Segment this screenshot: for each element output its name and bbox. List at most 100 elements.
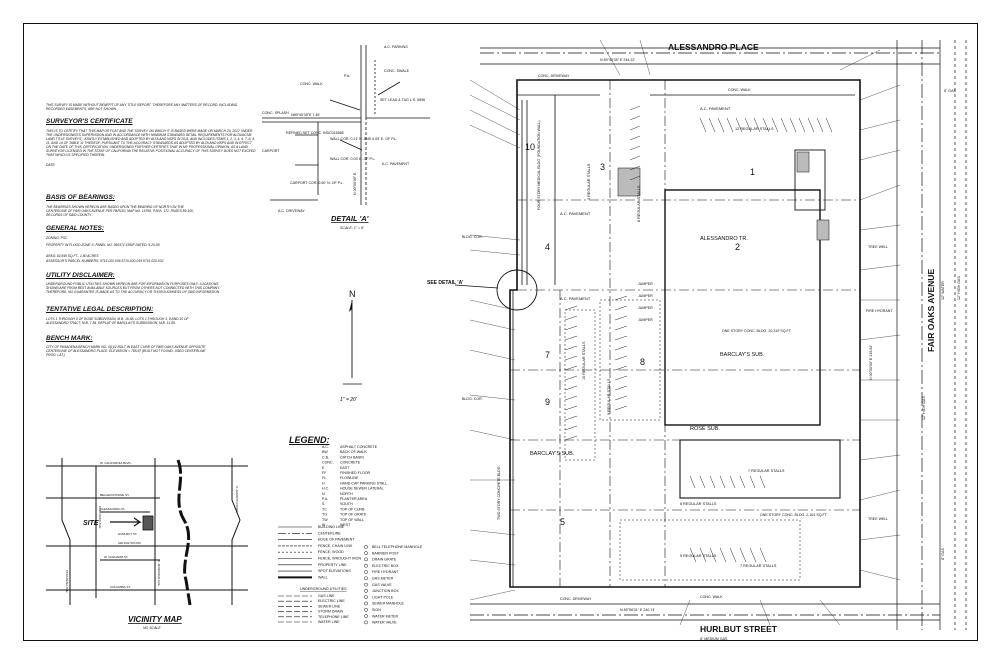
vm-site-block bbox=[142, 515, 154, 531]
callout-leader bbox=[469, 589, 516, 601]
legend-symbol-icon bbox=[364, 589, 368, 593]
legend-symbol-icon bbox=[364, 544, 368, 549]
parking-stall-line bbox=[614, 345, 628, 351]
surveyors-certificate-title: SURVEYOR'S CERTIFICATE bbox=[46, 118, 133, 125]
vm-street-california: W. CALIFORNIA BLVD. bbox=[100, 461, 132, 465]
conc-walk-south: CONC. WALK bbox=[700, 595, 723, 599]
callout-leader bbox=[859, 119, 901, 131]
parking-stall-line bbox=[717, 117, 725, 133]
parking-stall-line bbox=[771, 117, 779, 133]
stalls-c: 7 REGULAR STALLS bbox=[748, 469, 785, 473]
right-gas: 8" GAS bbox=[944, 89, 956, 93]
lot-number-7: 7 bbox=[545, 350, 550, 360]
right-water: 12" WATER bbox=[941, 281, 945, 300]
lot-number-5: 5 bbox=[560, 517, 565, 527]
parking-stall-line bbox=[807, 117, 815, 133]
parking-stall-line bbox=[726, 117, 734, 133]
street-north: ALESSANDRO PLACE bbox=[668, 42, 759, 52]
callout-leader bbox=[469, 529, 516, 536]
vm-site-label: SITE bbox=[83, 520, 99, 527]
legend-line-label: EDGE OF PAVEMENT bbox=[318, 538, 355, 542]
legend-symbol-label: SEWER MANHOLE bbox=[372, 602, 405, 606]
legend-symbol-icon bbox=[364, 576, 368, 581]
street-south: HURLBUT STREET bbox=[700, 624, 778, 634]
legend-abbr-desc: BACK OF WALK bbox=[340, 450, 367, 454]
surveyors-certificate-text: THIS IS TO CERTIFY THAT THIS MAP OR PLAT… bbox=[46, 129, 256, 157]
vm-street-marengo: S. MARENGO AVE. bbox=[157, 560, 161, 587]
parking-stall-line bbox=[629, 155, 641, 161]
drawing-sheet bbox=[23, 23, 978, 641]
legend-abbr: C.B. bbox=[322, 455, 329, 459]
parking-stall-line bbox=[629, 105, 641, 111]
main-building bbox=[664, 189, 821, 426]
general-note-3: AREA: 92,849 SQ.FT., 1.80 ACRES bbox=[46, 254, 99, 258]
legend-underground-title: UNDERGROUND UTILITIES bbox=[300, 587, 347, 591]
legend-line-label: SPOT ELEVATIONS bbox=[318, 569, 351, 573]
legend-abbr: CONC. bbox=[322, 461, 334, 465]
medium-gas: 8" MEDIUM GAS bbox=[700, 637, 728, 641]
basis-of-bearings-title: BASIS OF BEARINGS: bbox=[46, 194, 115, 201]
stalls-f: 7 REGULAR STALLS bbox=[740, 564, 777, 568]
lot-number-10: 10 bbox=[525, 142, 535, 152]
general-note-4: ASSESSOR'S PARCEL NUMBERS: 5715-020-006 … bbox=[46, 259, 164, 263]
west-building-label: TWO STORY CONCRETE BLDG. bbox=[497, 465, 501, 520]
parking-stall-line bbox=[564, 415, 578, 421]
stalls-e: 6 REGULAR STALLS bbox=[680, 502, 717, 506]
legal-description-text: LOTS 1 THROUGH 5 OF ROSE SUBDIVISION, M.… bbox=[46, 317, 189, 325]
legend-abbr: TG bbox=[322, 513, 327, 517]
detail-label-ac-parking: A.C. PARKING bbox=[384, 45, 408, 49]
parking-stall-line bbox=[564, 345, 578, 351]
vm-arroyo-pkwy bbox=[231, 458, 241, 605]
legend-symbol-label: GAS VALVE bbox=[372, 583, 392, 587]
legend-line-label: BUILDING LINE bbox=[318, 525, 345, 529]
parking-stall-line bbox=[699, 475, 706, 489]
parking-stall-line bbox=[689, 475, 696, 489]
legend-line-label: FENCE, WOOD bbox=[318, 550, 344, 554]
parking-stall-line bbox=[564, 335, 578, 341]
lot-number-9: 9 bbox=[545, 397, 550, 407]
legend-abbr: FF bbox=[322, 471, 327, 475]
legend-utility-label: WATER LINE bbox=[318, 620, 340, 624]
legend-abbr: P.A. bbox=[322, 497, 328, 501]
callout-leader bbox=[859, 184, 901, 201]
callout-leader bbox=[839, 49, 881, 71]
legend-abbr-desc: FINISHED FLOOR bbox=[340, 471, 371, 475]
vm-street-columbia: COLUMBIA ST. bbox=[110, 585, 131, 589]
parking-stall-line bbox=[614, 375, 628, 381]
legend-symbol-label: BELL TELEPHONE MANHOLE bbox=[372, 545, 423, 549]
legend-abbr-desc: SOUTH bbox=[340, 502, 353, 506]
legend-symbol-label: JUNCTION BOX bbox=[372, 589, 399, 593]
jumper-1: JUMPER bbox=[638, 282, 653, 286]
legend-symbol-label: SIGN bbox=[372, 608, 381, 612]
callout-leader bbox=[759, 599, 771, 626]
legend-symbol-icon bbox=[364, 595, 368, 600]
parking-stall-line bbox=[739, 547, 747, 563]
vm-street-arroyo: S. ARROYO PKWY. bbox=[235, 486, 239, 513]
callout-leader bbox=[819, 599, 841, 626]
callout-leader bbox=[859, 334, 901, 341]
legend-abbr-desc: TOP OF CURB bbox=[340, 507, 365, 511]
legend-abbr: TW bbox=[322, 518, 328, 522]
legend-abbr-desc: CATCH BASIN bbox=[340, 455, 364, 459]
legend-abbr-desc: HAND-CAP PARKING STALL bbox=[340, 481, 387, 485]
parking-stall-line bbox=[798, 117, 806, 133]
detail-label-bearing: N89°45'35"E 7.48' bbox=[291, 113, 320, 117]
bottom-gas: 12" HIGH GAS bbox=[922, 396, 926, 420]
detail-a-title: DETAIL 'A' bbox=[331, 214, 369, 223]
parking-stall-line bbox=[564, 365, 578, 371]
legend-abbr: TC bbox=[322, 507, 327, 511]
legend-line-label: PROPERTY LINE bbox=[318, 563, 347, 567]
general-note-1: ZONING: PSC bbox=[46, 236, 68, 240]
detail-label-walk: CONC. WALK bbox=[300, 82, 323, 86]
north-letter: N bbox=[349, 289, 356, 299]
legend-symbol-label: WATER VALVE bbox=[372, 621, 397, 625]
parking-stall-line bbox=[699, 547, 707, 563]
utility-disclaimer-text: UNDERGROUND PUBLIC UTILITIES SHOWN HEREO… bbox=[46, 282, 221, 294]
callout-leader bbox=[469, 79, 521, 111]
right-hp-gas: 12" HIGH GAS bbox=[957, 276, 961, 300]
parking-stall-line bbox=[564, 305, 578, 311]
parking-stall-line bbox=[729, 547, 737, 563]
legend-abbr-desc: NORTH bbox=[340, 492, 353, 496]
dim-east: N 00°00'00" E 319.83' bbox=[869, 345, 873, 380]
